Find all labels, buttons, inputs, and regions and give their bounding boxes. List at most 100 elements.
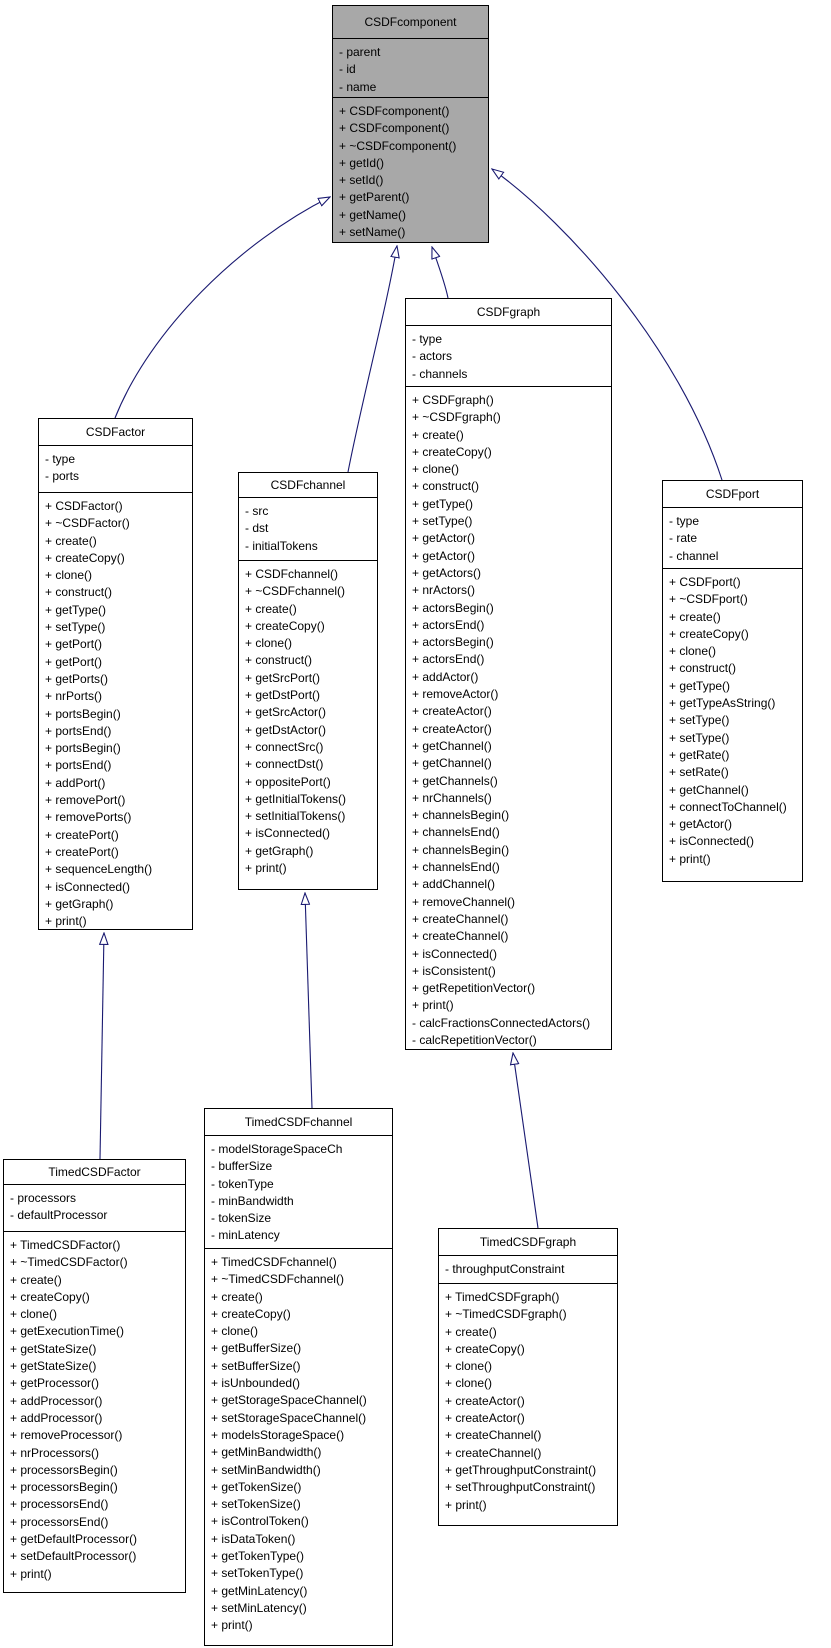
attribute: - processors xyxy=(10,1191,77,1205)
class-name-TimedCSDFchannel[interactable]: TimedCSDFchannel xyxy=(205,1109,392,1136)
method: + getName() xyxy=(339,207,407,222)
method: + getMinLatency() xyxy=(211,1583,308,1598)
method: + getTypeAsString() xyxy=(669,696,776,711)
attributes-section: - src- dst- initialTokens xyxy=(239,498,377,561)
method: + channelsEnd() xyxy=(412,860,500,875)
method: + isUnbounded() xyxy=(211,1376,301,1391)
method: + createCopy() xyxy=(245,618,325,633)
method: + addProcessor() xyxy=(10,1410,103,1425)
method: + clone() xyxy=(245,636,293,651)
method: + setDefaultProcessor() xyxy=(10,1549,137,1564)
method: + ~TimedCSDFchannel() xyxy=(211,1272,344,1287)
method: + getType() xyxy=(412,496,474,511)
method: + getThroughputConstraint() xyxy=(445,1462,597,1477)
method: + ~TimedCSDFactor() xyxy=(10,1255,128,1270)
method: + channelsBegin() xyxy=(412,808,510,823)
method: + setType() xyxy=(669,713,730,728)
method: + createCopy() xyxy=(669,626,749,641)
attribute: - tokenType xyxy=(211,1176,274,1191)
method: + getDefaultProcessor() xyxy=(10,1532,138,1547)
method: + getParent() xyxy=(339,190,410,205)
method: + setId() xyxy=(339,173,384,188)
class-name-CSDFcomponent[interactable]: CSDFcomponent xyxy=(333,6,488,39)
method: + CSDFgraph() xyxy=(412,393,494,407)
method: + processorsEnd() xyxy=(10,1514,109,1529)
attributes-section: - modelStorageSpaceCh- bufferSize- token… xyxy=(205,1136,392,1249)
method: + print() xyxy=(412,998,454,1013)
class-name-TimedCSDFgraph[interactable]: TimedCSDFgraph xyxy=(439,1229,617,1256)
class-box-CSDFgraph[interactable]: CSDFgraph- type- actors- channels + CSDFg… xyxy=(405,298,612,1050)
class-box-TimedCSDFgraph[interactable]: TimedCSDFgraph- throughputConstraint+ Ti… xyxy=(438,1228,618,1526)
method: + portsBegin() xyxy=(45,741,121,756)
class-box-CSDFcomponent[interactable]: CSDFcomponent- parent- id- name + CSDFcom… xyxy=(332,5,489,243)
method: + getActors() xyxy=(412,565,482,580)
class-box-CSDFchannel[interactable]: CSDFchannel- src- dst- initialTokens+ CS… xyxy=(238,472,378,890)
method: + getRate() xyxy=(669,747,730,762)
method: + portsEnd() xyxy=(45,723,112,738)
method: + removePorts() xyxy=(45,810,132,825)
inheritance-edge-TimedCSDFchannel-to-CSDFchannel xyxy=(305,893,313,1109)
method: + nrChannels() xyxy=(412,790,492,805)
method: + getStateSize() xyxy=(10,1359,97,1374)
method: + nrPorts() xyxy=(45,689,103,704)
method: + create() xyxy=(445,1324,497,1339)
attribute: - minLatency xyxy=(211,1228,280,1243)
method: + setMinBandwidth() xyxy=(211,1462,321,1477)
methods-section: + TimedCSDFgraph()+ ~TimedCSDFgraph()+ c… xyxy=(439,1284,617,1525)
class-name-CSDFactor[interactable]: CSDFactor xyxy=(39,419,192,446)
method: + print() xyxy=(245,861,287,876)
inheritance-edge-TimedCSDFactor-to-CSDFactor xyxy=(100,933,104,1160)
attribute: - minBandwidth xyxy=(211,1193,294,1208)
method: + create() xyxy=(412,427,464,442)
method: + isConnected() xyxy=(669,834,755,849)
attribute: - rate xyxy=(669,531,698,546)
class-box-CSDFactor[interactable]: CSDFactor- type- ports+ CSDFactor()+ ~CS… xyxy=(38,418,193,930)
method: + getChannel() xyxy=(412,756,492,771)
method: + connectToChannel() xyxy=(669,799,787,814)
method: + TimedCSDFgraph() xyxy=(445,1290,560,1304)
method: + setType() xyxy=(412,514,473,529)
method: + isConnected() xyxy=(245,826,331,841)
attributes-section: - type- actors- channels xyxy=(406,326,611,387)
method: + CSDFcomponent() xyxy=(339,104,450,118)
method: + setType() xyxy=(45,620,106,635)
method: + getRepetitionVector() xyxy=(412,981,536,996)
class-name-CSDFchannel[interactable]: CSDFchannel xyxy=(239,473,377,498)
method: + nrActors() xyxy=(412,583,476,598)
class-box-TimedCSDFactor[interactable]: TimedCSDFactor- processors- defaultProce… xyxy=(3,1159,186,1593)
method: + clone() xyxy=(669,644,717,659)
method: + isConsistent() xyxy=(412,963,496,978)
class-name-CSDFport[interactable]: CSDFport xyxy=(663,481,802,508)
method: + setStorageSpaceChannel() xyxy=(211,1410,367,1425)
method: + ~CSDFgraph() xyxy=(412,410,501,425)
method: + getProcessor() xyxy=(10,1376,100,1391)
method: + clone() xyxy=(445,1376,493,1391)
method: + oppositePort() xyxy=(245,774,331,789)
methods-section: + CSDFport()+ ~CSDFport()+ create()+ cre… xyxy=(663,569,802,881)
method: + setTokenSize() xyxy=(211,1497,301,1512)
attribute: - name xyxy=(339,79,377,94)
method: + createChannel() xyxy=(445,1445,542,1460)
method: + getType() xyxy=(669,678,731,693)
method: + setMinLatency() xyxy=(211,1600,307,1615)
attribute: - modelStorageSpaceCh xyxy=(211,1142,343,1156)
method: + create() xyxy=(669,609,721,624)
attributes-section: - parent- id- name xyxy=(333,39,488,98)
class-box-TimedCSDFchannel[interactable]: TimedCSDFchannel- modelStorageSpaceCh- b… xyxy=(204,1108,393,1646)
method: + setType() xyxy=(669,730,730,745)
method: - calcFractionsConnectedActors() xyxy=(412,1015,591,1030)
method: + ~CSDFport() xyxy=(669,592,748,607)
method: + sequenceLength() xyxy=(45,862,153,877)
method: + portsBegin() xyxy=(45,706,121,721)
class-name-TimedCSDFactor[interactable]: TimedCSDFactor xyxy=(4,1160,185,1185)
inheritance-edge-TimedCSDFgraph-to-CSDFgraph xyxy=(513,1053,539,1229)
class-box-CSDFport[interactable]: CSDFport- type- rate- channel+ CSDFport(… xyxy=(662,480,803,882)
method: + clone() xyxy=(211,1324,259,1339)
class-name-CSDFgraph[interactable]: CSDFgraph xyxy=(406,299,611,326)
method: + isControlToken() xyxy=(211,1514,309,1529)
method: + TimedCSDFactor() xyxy=(10,1238,121,1252)
attribute: - ports xyxy=(45,469,80,484)
method: + ~CSDFchannel() xyxy=(245,584,346,599)
methods-section: + CSDFchannel()+ ~CSDFchannel()+ create(… xyxy=(239,561,377,889)
